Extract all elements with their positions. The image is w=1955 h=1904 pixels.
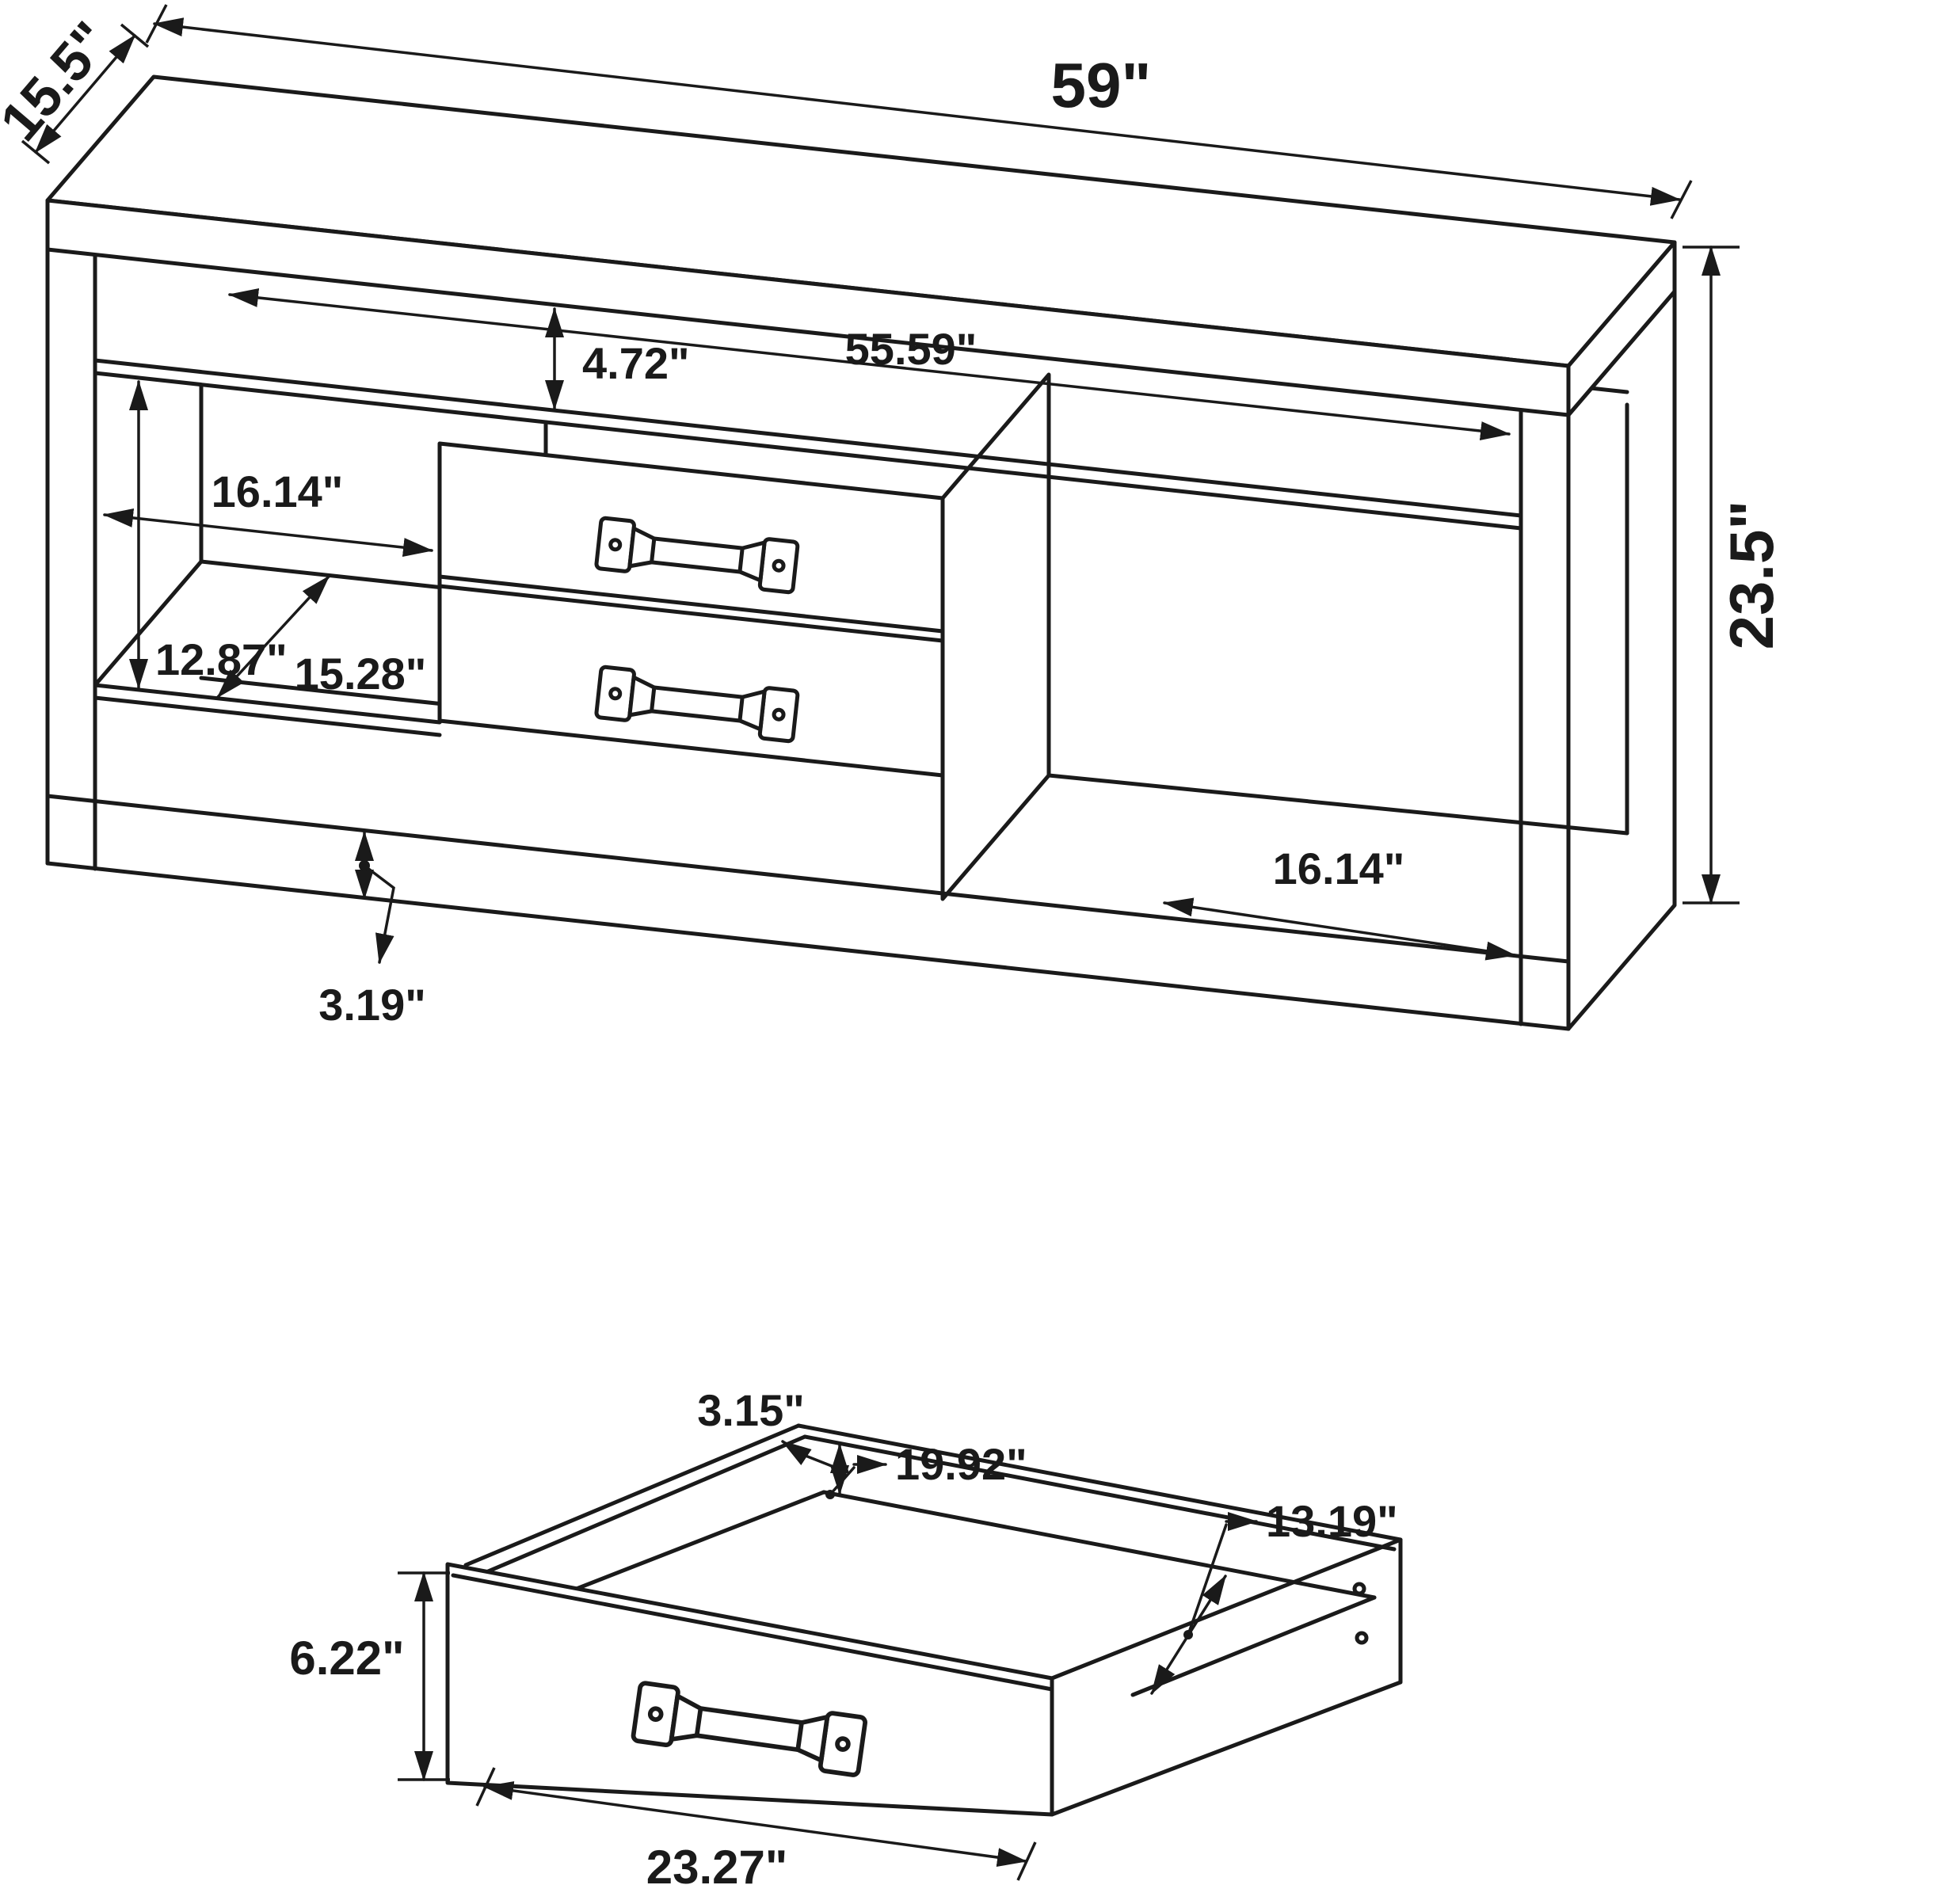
tv-stand-dimensions: 59" 15.5" 23.5" 55.59" 4.72" 16.14" 12.8… bbox=[0, 4, 1786, 1030]
dim-left-opening-depth-label: 15.28" bbox=[295, 649, 427, 699]
tv-stand-drawers bbox=[437, 441, 945, 778]
drawer-width-label: 23.27" bbox=[646, 1841, 788, 1894]
drawer-slide-hole bbox=[1355, 1631, 1369, 1645]
dim-overall-width-label: 59" bbox=[1051, 50, 1152, 120]
dim-left-opening-width-label: 16.14" bbox=[212, 466, 344, 516]
drawer-interior-height-label: 3.15" bbox=[697, 1385, 805, 1435]
tv-stand-drawing: 59" 15.5" 23.5" 55.59" 4.72" 16.14" 12.8… bbox=[0, 4, 1786, 1031]
dim-shelf-height-label: 4.72" bbox=[582, 338, 690, 388]
dim-interior-width-label: 55.59" bbox=[845, 324, 978, 374]
dim-right-opening-width-label: 16.14" bbox=[1273, 843, 1405, 893]
drawer-detail-drawing: 3.15" 19.92" 13.19" 6.22" 23.27" bbox=[289, 1385, 1403, 1894]
drawer-front-height-label: 6.22" bbox=[289, 1632, 404, 1685]
drawer-interior-depth-label: 13.19" bbox=[1266, 1496, 1398, 1546]
drawer-dimensions: 3.15" 19.92" 13.19" 6.22" 23.27" bbox=[289, 1385, 1397, 1894]
dim-depth-label: 15.5" bbox=[0, 10, 122, 152]
dim-base-height-label: 3.19" bbox=[318, 980, 426, 1030]
dim-overall-height-label: 23.5" bbox=[1717, 501, 1786, 650]
drawer-interior-width-label: 19.92" bbox=[895, 1439, 1027, 1489]
